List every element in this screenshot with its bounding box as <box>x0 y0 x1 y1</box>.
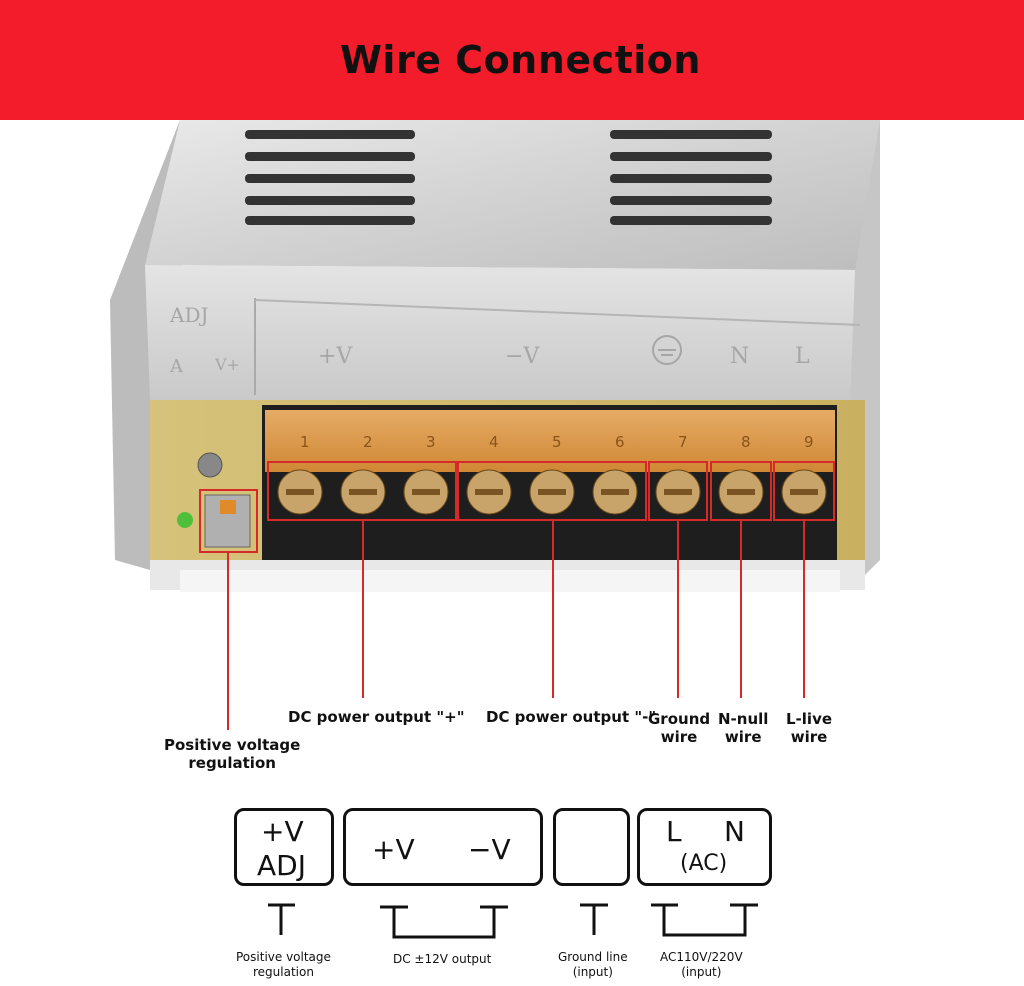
emboss-n: N <box>730 344 749 369</box>
terminal-screw-slot-6 <box>601 489 629 495</box>
callout-pv-line1: Positive voltage <box>164 736 301 754</box>
callout-ground: Ground wire <box>648 710 710 746</box>
terminal-number-9: 9 <box>804 433 814 451</box>
dc-box-plus: +V <box>372 833 415 866</box>
caption-dc: DC ±12V output <box>393 952 492 966</box>
terminal-screw-slot-3 <box>412 489 440 495</box>
terminal-screw-slot-4 <box>475 489 503 495</box>
bracket-ground <box>580 903 608 935</box>
terminal-screw-slot-9 <box>790 489 818 495</box>
legend-box-ground <box>553 808 630 886</box>
legend-box-adj: +V ADJ <box>234 808 334 886</box>
caption-adj-line2: regulation <box>252 965 314 979</box>
caption-ac: AC110V/220V (input) <box>660 950 743 980</box>
caption-ground-line2: (input) <box>572 965 613 979</box>
legend-box-dc: +V −V <box>343 808 543 886</box>
caption-adj: Positive voltage regulation <box>236 950 331 980</box>
bracket-dc <box>380 905 508 939</box>
adj-box-line2: ADJ <box>257 849 306 882</box>
caption-ground-line1: Ground line <box>558 950 628 964</box>
terminal-screw-slot-8 <box>727 489 755 495</box>
title-banner: Wire Connection <box>0 0 1024 120</box>
emboss-l: L <box>795 344 810 369</box>
terminal-number-3: 3 <box>426 433 436 451</box>
ac-box-ac: (AC) <box>680 851 728 876</box>
callout-positive-voltage: Positive voltage regulation <box>164 736 300 772</box>
ac-box-n: N <box>724 815 745 848</box>
callout-n-null: N-null wire <box>718 710 768 746</box>
legend-box-ac: L N (AC) <box>637 808 772 886</box>
emboss-adj: ADJ <box>169 303 209 327</box>
emboss-ground-icon <box>652 335 682 365</box>
callout-n-line1: N-null <box>718 710 769 728</box>
terminal-number-4: 4 <box>489 433 499 451</box>
vent-slots-left <box>245 130 415 225</box>
terminal-number-5: 5 <box>552 433 562 451</box>
callout-dc-minus: DC power output "-" <box>486 708 657 726</box>
callout-pv-line2: regulation <box>188 754 276 772</box>
emboss-a: A <box>169 356 184 377</box>
terminal-number-7: 7 <box>678 433 688 451</box>
caption-ac-line1: AC110V/220V <box>660 950 743 964</box>
callout-n-line2: wire <box>724 728 762 746</box>
callout-ground-line1: Ground <box>648 710 711 728</box>
terminal-screw-slot-1 <box>286 489 314 495</box>
callout-dc-plus: DC power output "+" <box>288 708 465 726</box>
emboss-neg-v: −V <box>505 344 540 369</box>
emboss-pos-v: +V <box>318 344 353 369</box>
callout-ground-line2: wire <box>660 728 698 746</box>
terminal-screw-slot-7 <box>664 489 692 495</box>
vent-slots-right <box>610 130 772 225</box>
terminal-number-8: 8 <box>741 433 751 451</box>
status-led <box>177 512 193 528</box>
bracket-ac <box>651 903 758 937</box>
ac-box-l: L <box>666 815 682 848</box>
power-supply-photo: ADJ A V+ +V −V N L 1 2 3 4 5 6 7 8 9 <box>110 120 880 592</box>
callout-l-line2: wire <box>790 728 828 746</box>
banner-title: Wire Connection <box>340 38 701 82</box>
dc-box-minus: −V <box>468 833 511 866</box>
caption-ground: Ground line (input) <box>558 950 628 980</box>
adj-box-line1: +V <box>261 815 304 848</box>
caption-ac-line2: (input) <box>681 965 722 979</box>
case-top-cover <box>145 120 880 270</box>
case-front-face <box>145 265 855 405</box>
callout-l-live: L-live wire <box>786 710 832 746</box>
caption-adj-line1: Positive voltage <box>236 950 331 964</box>
emboss-v-plus: V+ <box>214 355 240 374</box>
bracket-adj <box>268 903 295 935</box>
terminal-screw-slot-2 <box>349 489 377 495</box>
terminal-number-6: 6 <box>615 433 625 451</box>
callout-l-line1: L-live <box>786 710 833 728</box>
terminal-number-2: 2 <box>363 433 373 451</box>
terminal-screw-slot-5 <box>538 489 566 495</box>
terminal-number-1: 1 <box>300 433 310 451</box>
